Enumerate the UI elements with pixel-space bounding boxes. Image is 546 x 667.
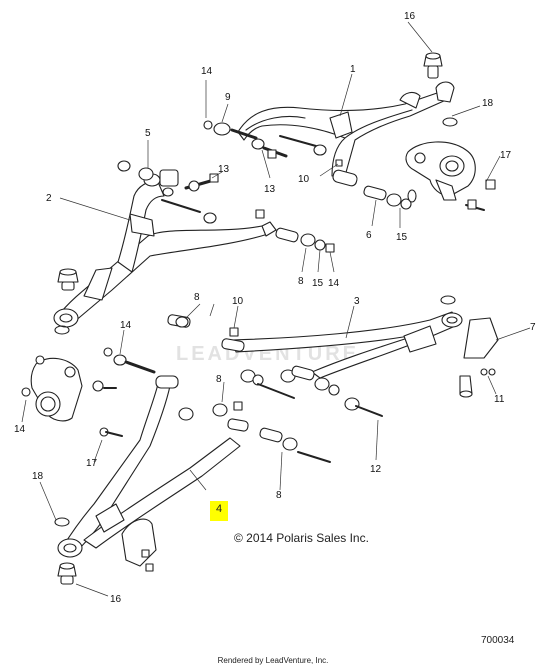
callout-13-a: 13 — [218, 164, 230, 175]
spindle-left — [21, 355, 83, 422]
callout-16-top: 16 — [404, 11, 416, 22]
callout-14-top: 14 — [201, 66, 213, 77]
spindle-right — [405, 141, 476, 201]
ball-joint-left — [54, 268, 79, 335]
callout-18-lower: 18 — [32, 471, 44, 482]
highlight-box — [210, 501, 228, 521]
callout-3: 3 — [354, 296, 360, 307]
upper-right-a-arm — [237, 81, 455, 187]
callout-17-lower: 17 — [86, 458, 98, 469]
callout-10-mid: 10 — [232, 296, 244, 307]
callout-9: 9 — [225, 92, 231, 103]
callout-8-lower: 8 — [276, 490, 282, 501]
copyright-text: © 2014 Polaris Sales Inc. — [234, 531, 369, 545]
leader-lines — [21, 21, 531, 597]
callout-10-top: 10 — [298, 174, 310, 185]
watermark-text: LEADVENTURE — [176, 343, 360, 365]
diagram-part-number: 700034 — [481, 635, 515, 646]
callout-7: 7 — [530, 322, 536, 333]
callout-labels: 16 14 1 9 18 5 13 13 10 17 2 6 15 8 15 1… — [14, 11, 536, 605]
callout-18-top: 18 — [482, 98, 494, 109]
rendered-by-footer: Rendered by LeadVenture, Inc. — [217, 656, 329, 665]
callout-15-top: 15 — [396, 232, 408, 243]
callout-1: 1 — [350, 64, 356, 75]
callout-14-left: 14 — [120, 320, 132, 331]
lower-left-a-arm — [54, 375, 249, 567]
callout-11: 11 — [494, 394, 505, 405]
callout-16-bottom: 16 — [110, 594, 122, 605]
callout-14-mid: 14 — [328, 278, 340, 289]
lower-right-a-arm — [221, 295, 499, 398]
callout-13-b: 13 — [264, 184, 276, 195]
callout-8-upper: 8 — [298, 276, 304, 287]
callout-4-highlighted[interactable]: 4 — [215, 503, 223, 515]
ball-joint-bottom — [57, 562, 77, 585]
callout-17-top: 17 — [500, 150, 512, 161]
hardware-left-upper — [117, 160, 335, 253]
callout-6: 6 — [366, 230, 372, 241]
callout-14-spindle: 14 — [14, 424, 26, 435]
callout-12: 12 — [370, 464, 382, 475]
callout-8-mid: 8 — [216, 374, 222, 385]
ball-joint-top — [423, 52, 443, 79]
callout-5: 5 — [145, 128, 151, 139]
callout-2: 2 — [46, 193, 52, 204]
hardware-lower — [92, 314, 383, 572]
callout-15-mid: 15 — [312, 278, 324, 289]
callout-8-left: 8 — [194, 292, 200, 303]
hardware-upper — [203, 117, 496, 211]
